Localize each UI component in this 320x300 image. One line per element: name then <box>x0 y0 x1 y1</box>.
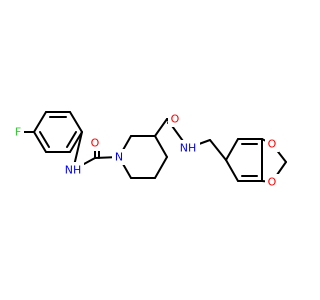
bond-ring1-dbl-c <box>39 131 50 148</box>
atom-o-dioxole-top-label: O <box>268 138 277 151</box>
atom-f-label: F <box>15 126 21 139</box>
atom-nh-amide-left-label: NH <box>65 164 82 177</box>
bond-ring2-e <box>225 159 239 182</box>
bond-ring1-f <box>33 131 47 153</box>
atom-n-piperidine: N <box>112 149 126 165</box>
atom-o-amide-left: O <box>88 135 102 151</box>
bond-ch2-ar <box>209 139 227 161</box>
atom-nh-amide-right: NH <box>176 140 200 156</box>
atom-o-dioxole-bottom: O <box>265 174 279 190</box>
bond-ring1-d <box>69 131 83 153</box>
molecule-structure: F NH O N O NH O O <box>0 0 300 300</box>
bond-pip-3 <box>154 135 168 158</box>
bond-ring1-a <box>33 111 47 133</box>
atom-o-dioxole-bottom-label: O <box>268 176 277 189</box>
bond-ring2-a <box>225 138 239 161</box>
canvas-background <box>0 0 300 300</box>
atom-nh-amide-right-label: NH <box>180 142 197 155</box>
atom-o-amide-right-label: O <box>171 113 180 126</box>
bond-ring1-dbl-b <box>66 131 77 148</box>
atom-f: F <box>12 124 24 140</box>
bond-c4-co <box>154 118 168 137</box>
atom-nh-amide-left: NH <box>62 162 84 178</box>
bond-pip-4 <box>154 156 168 179</box>
bond-ring1-c <box>69 111 83 133</box>
atom-n-piperidine-label: N <box>115 151 123 164</box>
atom-o-amide-right: O <box>168 111 182 127</box>
atom-o-dioxole-top: O <box>265 136 279 152</box>
atom-o-amide-left-label: O <box>91 137 100 150</box>
atom-labels: F NH O N O NH O O <box>12 111 279 190</box>
